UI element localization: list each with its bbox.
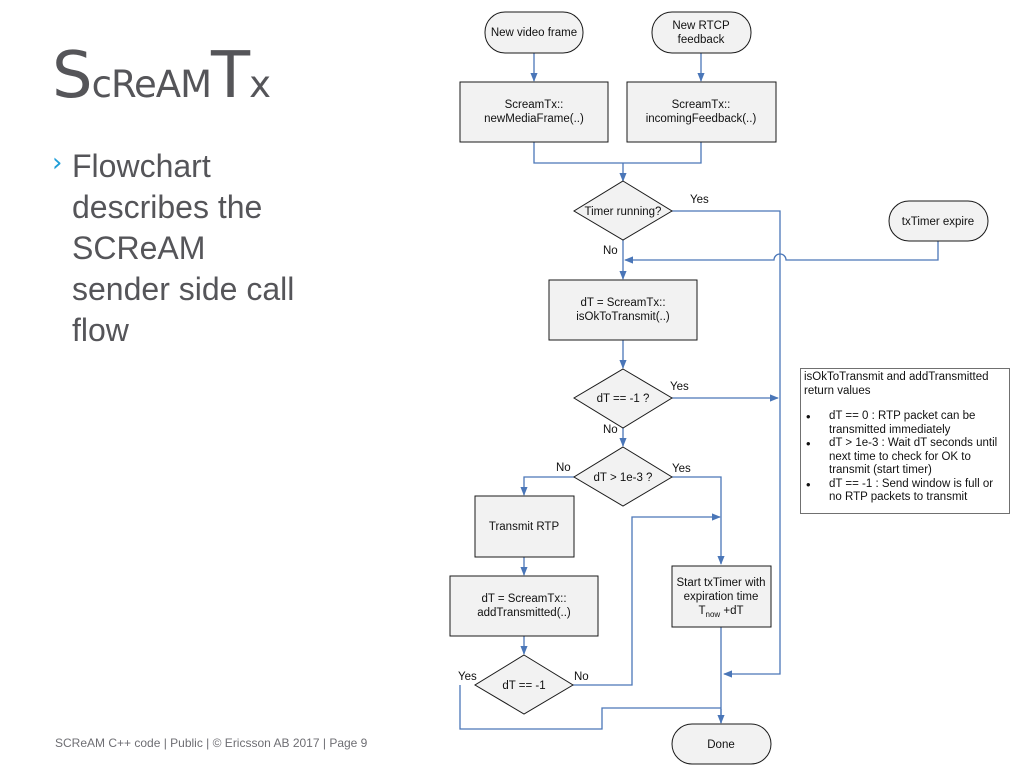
node-label: expiration time xyxy=(684,591,759,603)
node-new-rtcp-feedback: New RTCP feedback xyxy=(651,11,752,54)
title-part: x xyxy=(249,63,271,106)
node-new-media-frame: ScreamTx:: newMediaFrame(..) xyxy=(459,81,609,143)
edge-label-yes: Yes xyxy=(458,671,477,683)
node-label: incomingFeedback(..) xyxy=(646,113,757,125)
note-title: isOkToTransmit and addTransmitted return… xyxy=(804,371,989,397)
title-part: T xyxy=(211,39,250,113)
node-new-video-frame: New video frame xyxy=(484,11,584,54)
connectors xyxy=(459,53,939,730)
edge-label-no: No xyxy=(603,245,618,257)
node-label-part: T xyxy=(698,605,705,617)
edge-label-yes: Yes xyxy=(670,381,689,393)
connector xyxy=(672,476,725,565)
node-label: isOkToTransmit(..) xyxy=(576,311,670,323)
decision-dt-minus-one: dT == -1 ? xyxy=(573,368,673,429)
node-label: Done xyxy=(707,739,735,751)
connector xyxy=(520,476,575,496)
node-label: Tnow +dT xyxy=(698,605,743,619)
slide-footer: SCReAM C++ code | Public | © Ericsson AB… xyxy=(55,736,368,750)
node-label: feedback xyxy=(678,34,725,46)
title-part: S xyxy=(52,39,93,113)
node-incoming-feedback: ScreamTx:: incomingFeedback(..) xyxy=(626,81,777,143)
node-label: dT = ScreamTx:: xyxy=(481,593,566,605)
node-label: ScreamTx:: xyxy=(672,99,731,111)
bullet-item: › Flowchart describes the SCReAM sender … xyxy=(52,146,312,351)
note-item: dT == 0 : RTP packet can be transmitted … xyxy=(804,410,1006,437)
note-list: dT == 0 : RTP packet can be transmitted … xyxy=(804,410,1006,505)
node-label: New video frame xyxy=(491,27,577,39)
bullet-text: Flowchart describes the SCReAM sender si… xyxy=(72,148,295,348)
node-is-ok-to-transmit: dT = ScreamTx:: isOkToTransmit(..) xyxy=(548,279,698,341)
node-label-subscript: now xyxy=(706,610,721,619)
node-label: dT = ScreamTx:: xyxy=(580,297,665,309)
decision-label: dT == -1 ? xyxy=(597,393,650,405)
connector xyxy=(672,210,781,678)
chevron-right-icon: › xyxy=(52,148,63,178)
connector xyxy=(459,685,721,730)
title-part: cReAM xyxy=(91,63,212,106)
node-start-tx-timer: Start txTimer with expiration time Tnow … xyxy=(671,565,772,628)
node-done: Done xyxy=(671,723,772,765)
decision-dt-equals-minus-one: dT == -1 xyxy=(474,654,574,715)
slide-title: ScReAMTx xyxy=(52,44,271,108)
edge-label-yes: Yes xyxy=(672,463,691,475)
node-label: addTransmitted(..) xyxy=(477,607,571,619)
node-label: Start txTimer with xyxy=(676,577,765,589)
edge-label-no: No xyxy=(556,462,571,474)
decision-label: dT > 1e-3 ? xyxy=(594,472,653,484)
decision-label: Timer running? xyxy=(585,206,662,218)
edge-label-yes: Yes xyxy=(690,194,709,206)
node-label: newMediaFrame(..) xyxy=(484,113,584,125)
note-item: dT > 1e-3 : Wait dT seconds until next t… xyxy=(804,437,1006,478)
edge-label-no: No xyxy=(574,671,589,683)
node-transmit-rtp: Transmit RTP xyxy=(474,495,575,558)
edge-label-no: No xyxy=(603,424,618,436)
node-label: Transmit RTP xyxy=(489,521,560,533)
decision-dt-greater: dT > 1e-3 ? xyxy=(573,446,673,507)
decision-label: dT == -1 xyxy=(502,680,545,692)
node-label-part: +dT xyxy=(720,605,743,617)
node-label: txTimer expire xyxy=(902,216,974,228)
node-add-transmitted: dT = ScreamTx:: addTransmitted(..) xyxy=(449,575,599,637)
decision-timer-running: Timer running? xyxy=(573,180,673,241)
node-label: New RTCP xyxy=(672,20,730,32)
connector xyxy=(573,513,721,686)
node-label: ScreamTx:: xyxy=(505,99,564,111)
connector xyxy=(624,241,939,264)
return-values-note: isOkToTransmit and addTransmitted return… xyxy=(800,368,1010,514)
note-item: dT == -1 : Send window is full or no RTP… xyxy=(804,478,1006,505)
node-tx-timer-expire: txTimer expire xyxy=(888,200,989,242)
connector xyxy=(533,142,702,164)
